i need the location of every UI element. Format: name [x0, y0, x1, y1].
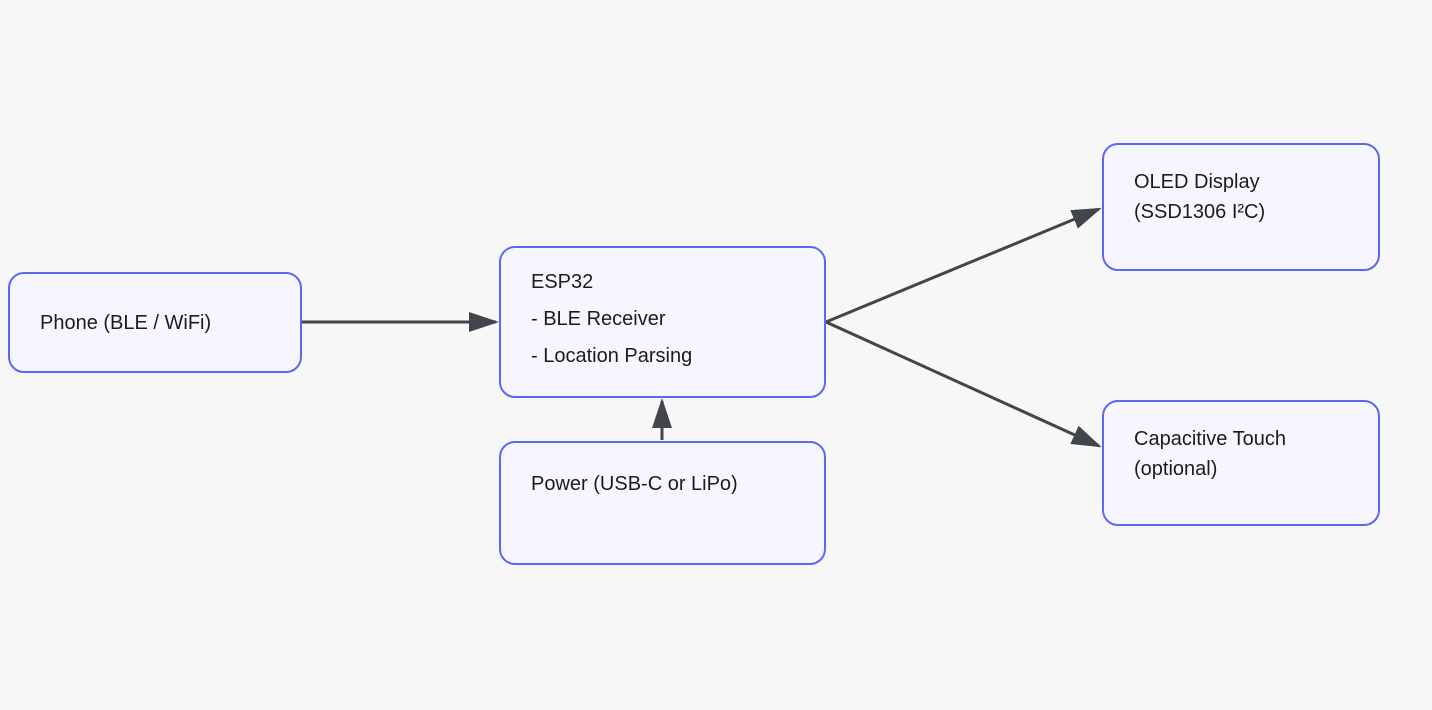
node-oled-label-line1: OLED Display — [1134, 171, 1260, 193]
node-touch-label-line2: (optional) — [1134, 458, 1218, 480]
edge-esp32-to-touch[interactable] — [825, 320, 1102, 448]
node-esp32-detail-ble: - BLE Receiver — [531, 308, 666, 330]
node-phone[interactable]: Phone (BLE / WiFi) — [8, 272, 302, 373]
node-touch-label-line1: Capacitive Touch — [1134, 428, 1286, 450]
node-phone-label: Phone (BLE / WiFi) — [40, 311, 212, 334]
node-oled-label-line2: (SSD1306 I²C) — [1134, 201, 1266, 223]
node-power-label: Power (USB-C or LiPo) — [531, 473, 738, 495]
node-esp32-title: ESP32 — [531, 271, 594, 293]
edge-esp32-to-oled[interactable] — [825, 207, 1102, 324]
node-power[interactable]: Power (USB-C or LiPo) — [499, 441, 826, 565]
node-esp32-detail-parsing: - Location Parsing — [531, 345, 693, 367]
node-touch[interactable]: Capacitive Touch (optional) — [1102, 400, 1380, 526]
node-esp32[interactable]: ESP32 - BLE Receiver - Location Parsing — [499, 246, 826, 398]
node-oled[interactable]: OLED Display (SSD1306 I²C) — [1102, 143, 1380, 271]
